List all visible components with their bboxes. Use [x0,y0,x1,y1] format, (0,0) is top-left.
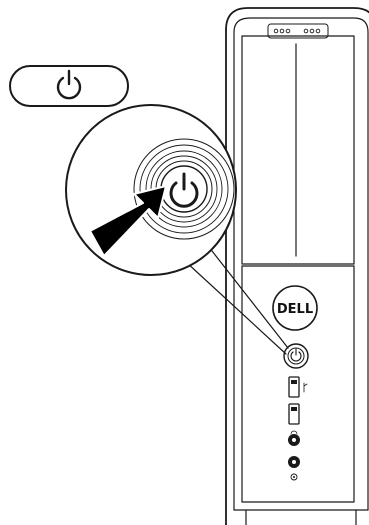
power-icon [56,69,82,100]
microphone-jack[interactable] [288,456,300,468]
usb-port-1[interactable] [288,376,300,398]
drive-indicator-dots [273,28,321,34]
headphone-icon [290,430,298,435]
arrow-icon [89,185,167,257]
power-button-legend [9,65,129,107]
usb-icon [303,382,308,393]
usb-port-2[interactable] [288,403,300,425]
tower-power-button[interactable] [283,343,309,369]
microphone-icon [290,473,298,481]
power-icon [169,172,199,208]
desktop-tower: DELL [225,7,369,525]
optical-drive-panel [241,23,355,265]
headphone-jack[interactable] [288,434,300,446]
svg-text:DELL: DELL [277,302,313,317]
dell-logo: DELL [272,285,318,331]
